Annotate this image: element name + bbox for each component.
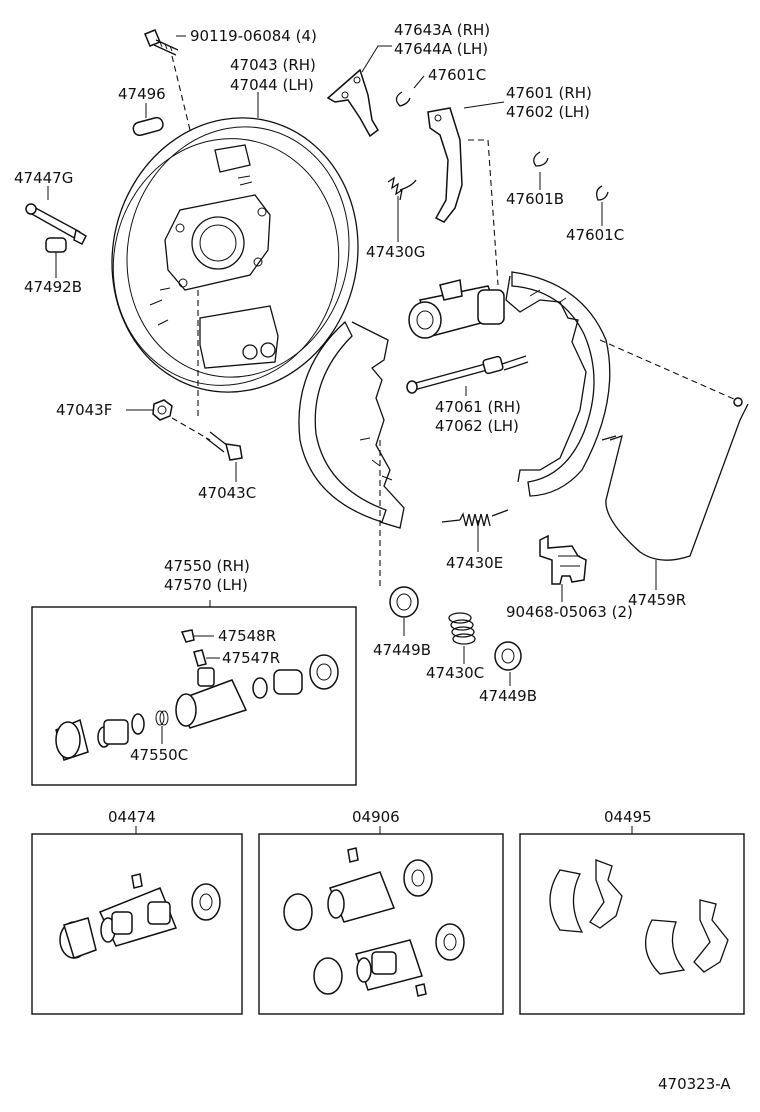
label-47547R: 47547R: [222, 649, 280, 667]
label-47601C-b: 47601C: [566, 226, 624, 244]
label-04474: 04474: [108, 808, 156, 826]
label-47550: 47550 (RH): [164, 557, 250, 575]
label-47601: 47601 (RH): [506, 84, 592, 102]
label-47570: 47570 (LH): [164, 576, 248, 594]
label-47496: 47496: [118, 85, 166, 103]
label-47492B: 47492B: [24, 278, 82, 296]
spring-47430C-drawing: [448, 612, 476, 645]
part-labels: 90119-06084 (4) 47643A (RH) 47644A (LH) …: [14, 21, 731, 1093]
bracket-47643A-drawing: [326, 68, 379, 138]
label-47430C: 47430C: [426, 664, 484, 682]
clip-47601C-b-drawing: [596, 185, 609, 201]
bolt-47043C-drawing: [197, 290, 243, 461]
label-47044: 47044 (LH): [230, 76, 314, 94]
brake-shoe-right-drawing: [505, 271, 611, 497]
label-47061: 47061 (RH): [435, 398, 521, 416]
boot-47449B-a-drawing: [379, 440, 419, 618]
label-47043: 47043 (RH): [230, 56, 316, 74]
label-47550C: 47550C: [130, 746, 188, 764]
label-47459R: 47459R: [628, 591, 686, 609]
label-47430G: 47430G: [366, 243, 425, 261]
label-47062: 47062 (LH): [435, 417, 519, 435]
wheel-cylinder-main-drawing: [408, 279, 505, 339]
clip-47601C-a-drawing: [395, 91, 411, 107]
cable-47459R-drawing: [599, 339, 749, 561]
boot-47449B-b-drawing: [494, 641, 522, 671]
label-47602: 47602 (LH): [506, 103, 590, 121]
spring-47430E-drawing: [441, 509, 509, 527]
label-47449B-b: 47449B: [479, 687, 537, 705]
bolt-90119-drawing: [144, 29, 191, 131]
label-47601B: 47601B: [506, 190, 564, 208]
lever-47601-drawing: [427, 107, 499, 286]
kit-04474-box: [31, 833, 243, 1015]
label-47548R: 47548R: [218, 627, 276, 645]
label-47043F: 47043F: [56, 401, 112, 419]
label-47430E: 47430E: [446, 554, 503, 572]
label-47449B-a: 47449B: [373, 641, 431, 659]
label-04906: 04906: [352, 808, 400, 826]
label-47644A: 47644A (LH): [394, 40, 488, 58]
adjuster-47061-drawing: [406, 355, 529, 394]
diagram-code: 470323-A: [658, 1075, 731, 1093]
label-47601C-a: 47601C: [428, 66, 486, 84]
leader-lines: [47, 35, 657, 834]
plug-47496-drawing: [132, 116, 164, 137]
pin-47447G-drawing: [25, 203, 87, 253]
backing-plate-drawing: [111, 117, 359, 393]
nut-47043F-drawing: [152, 399, 211, 441]
label-47043C: 47043C: [198, 484, 256, 502]
spring-47430G-drawing: [387, 176, 417, 201]
label-04495: 04495: [604, 808, 652, 826]
label-90468: 90468-05063 (2): [506, 603, 633, 621]
label-47447G: 47447G: [14, 169, 73, 187]
brake-shoe-left-drawing: [298, 320, 405, 529]
label-47643A: 47643A (RH): [394, 21, 490, 39]
kit-04906-box: [258, 833, 504, 1015]
clip-47601B-drawing: [533, 151, 549, 167]
kit-47550-box: [31, 606, 357, 786]
label-90119: 90119-06084 (4): [190, 27, 317, 45]
clip-90468-drawing: [539, 534, 587, 585]
kit-04495-box: [519, 833, 745, 1015]
